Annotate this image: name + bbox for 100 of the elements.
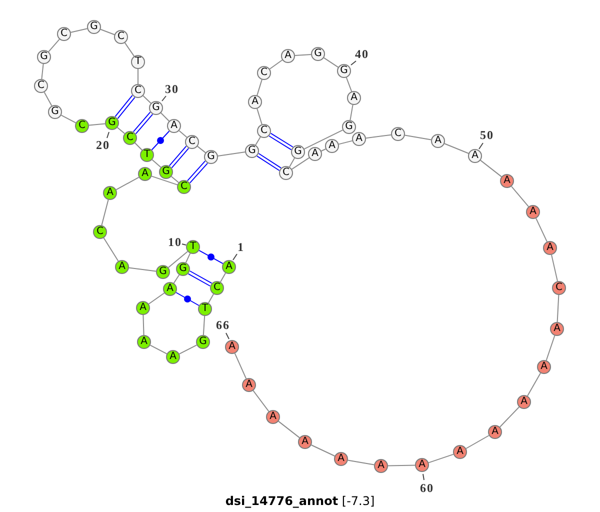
nucleotide-circle: C [185, 135, 199, 149]
nucleotide-circle: A [517, 395, 531, 409]
nucleotide-circle: C [552, 281, 566, 295]
backbone-line [310, 444, 336, 456]
backbone-line [346, 77, 352, 92]
base-pair-line [188, 270, 212, 286]
backbone-line [217, 152, 246, 156]
nucleotide-circle: T [140, 148, 154, 162]
nucleotide-circle: G [337, 64, 351, 78]
nucleotide-circle: G [291, 145, 305, 159]
backbone-line [60, 114, 76, 124]
index-number: 66 [216, 319, 230, 331]
backbone-line [269, 60, 283, 70]
nucleotide-circle: A [266, 410, 280, 424]
nucleotide-circle: A [308, 147, 322, 161]
backbone-line [480, 160, 502, 178]
base-pair-line [198, 250, 224, 264]
nucleotide-circle: G [311, 47, 325, 61]
nucleotide-circle: C [75, 119, 89, 133]
nucleotide-circle: G [48, 105, 62, 119]
backbone-line [220, 272, 226, 282]
backbone-line [546, 335, 556, 361]
backbone-line [527, 372, 541, 396]
index-number: 20 [96, 139, 110, 151]
backbone-line [304, 130, 344, 150]
nucleotide-circle: A [103, 186, 117, 200]
backbone-line [291, 157, 310, 170]
backbone-line [255, 136, 261, 146]
backbone-line [103, 237, 119, 262]
nucleotide-circle: A [537, 360, 551, 374]
nucleotide-circle: G [37, 50, 51, 64]
backbone-line [338, 140, 353, 145]
backbone-line [41, 64, 44, 80]
index-number: 40 [355, 48, 369, 60]
nucleotide-circle: C [131, 84, 145, 98]
backbone-line [101, 199, 109, 226]
nucleotide-circle: G [149, 101, 163, 115]
backbone-line [197, 146, 206, 154]
backbone-line [428, 454, 454, 464]
base-pair-line [132, 112, 154, 134]
backbone-line [444, 143, 469, 154]
nucleotide-circle: C [210, 281, 224, 295]
backbone-line [556, 294, 560, 322]
backbone-line [128, 267, 157, 272]
backbone-line [134, 142, 143, 151]
index-number: 1 [238, 241, 244, 253]
nucleotide-circle: G [87, 20, 101, 34]
nucleotide-circle: A [222, 260, 236, 274]
nucleotide-circle: G [196, 335, 210, 349]
base-pair-line [268, 132, 294, 150]
nucleotide-circle: A [167, 119, 181, 133]
backbone-line [388, 464, 416, 466]
nucleotide-circle: A [347, 91, 361, 105]
backbone-line [142, 314, 144, 336]
nucleotide-circle: C [279, 166, 293, 180]
backbone-line [256, 79, 262, 96]
nucleotide-circle: A [526, 205, 540, 219]
base-pair-line [256, 153, 282, 171]
nucleotide-circle: A [138, 167, 152, 181]
backbone-line [116, 127, 126, 134]
nucleotide-circle: A [242, 378, 256, 392]
backbone-line [44, 92, 52, 106]
nucleotide-circle: C [123, 131, 137, 145]
nucleotide-circle: C [93, 225, 107, 239]
nucleotide-circle: C [391, 127, 405, 141]
nucleotide-circle: G [204, 150, 218, 164]
backbone-line [142, 95, 152, 104]
nucleotide-circle: A [225, 340, 239, 354]
nucleotide-circle: A [166, 350, 180, 364]
nucleotide-circle: A [325, 139, 339, 153]
backbone-line [252, 390, 270, 412]
nucleotide-circle: A [163, 282, 177, 296]
backbone-line [347, 460, 375, 466]
backbone-line [256, 108, 262, 125]
nucleotide-circle: G [176, 262, 190, 276]
nucleotide-circle: A [136, 301, 150, 315]
backbone-line [152, 159, 162, 168]
nucleotide-circle: A [298, 435, 312, 449]
nucleotide-circle: C [177, 180, 191, 194]
backbone-line [278, 420, 300, 438]
index-number: 10 [168, 236, 182, 248]
nucleotide-circle: C [57, 27, 71, 41]
backbone-line [289, 158, 295, 168]
nucleotide-circle: A [500, 174, 514, 188]
nucleotide-circle: C [257, 66, 271, 80]
nucleotide-circle: T [198, 302, 212, 316]
nucleotide-circle: A [137, 335, 151, 349]
nucleotide-circle: G [159, 165, 173, 179]
backbone-line [294, 54, 312, 56]
nucleotide-circle: A [453, 445, 467, 459]
backbone-line [150, 344, 168, 354]
backbone-line [88, 123, 106, 126]
nucleotide-circle: A [488, 425, 502, 439]
backbone-line [116, 176, 140, 190]
backbone-line [185, 252, 191, 264]
nucleotide-circle: A [334, 452, 348, 466]
backbone-line [173, 274, 180, 284]
nucleotide-circle: A [248, 95, 262, 109]
nucleotide-circle: A [415, 458, 429, 472]
backbone-line [148, 292, 165, 304]
